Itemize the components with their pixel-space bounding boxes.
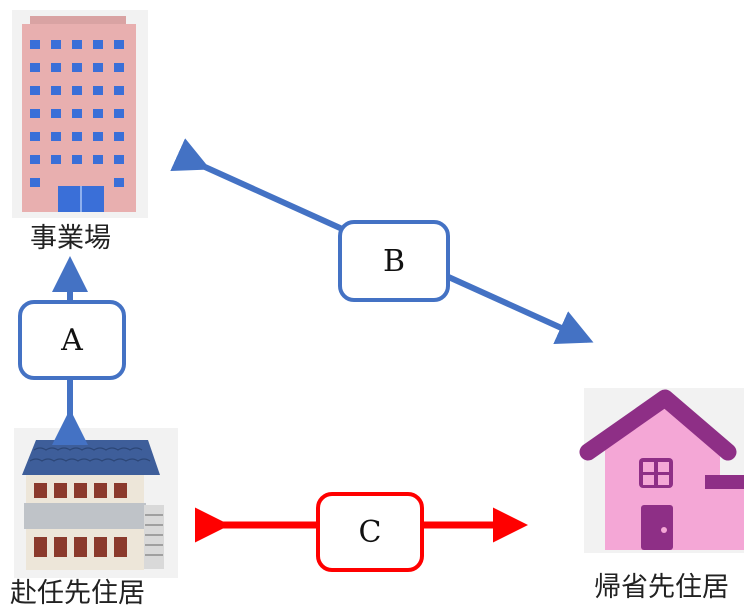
route-a-label: A	[18, 300, 126, 380]
route-c-label: C	[316, 492, 424, 572]
route-b-label: B	[338, 220, 450, 302]
posting-home-label: 赴任先住居	[10, 578, 145, 609]
apartment-building-icon	[14, 428, 178, 578]
house-icon	[579, 388, 744, 553]
family-home-label: 帰省先住居	[594, 572, 729, 603]
office-building-icon	[12, 10, 148, 218]
office-label: 事業場	[30, 223, 111, 254]
